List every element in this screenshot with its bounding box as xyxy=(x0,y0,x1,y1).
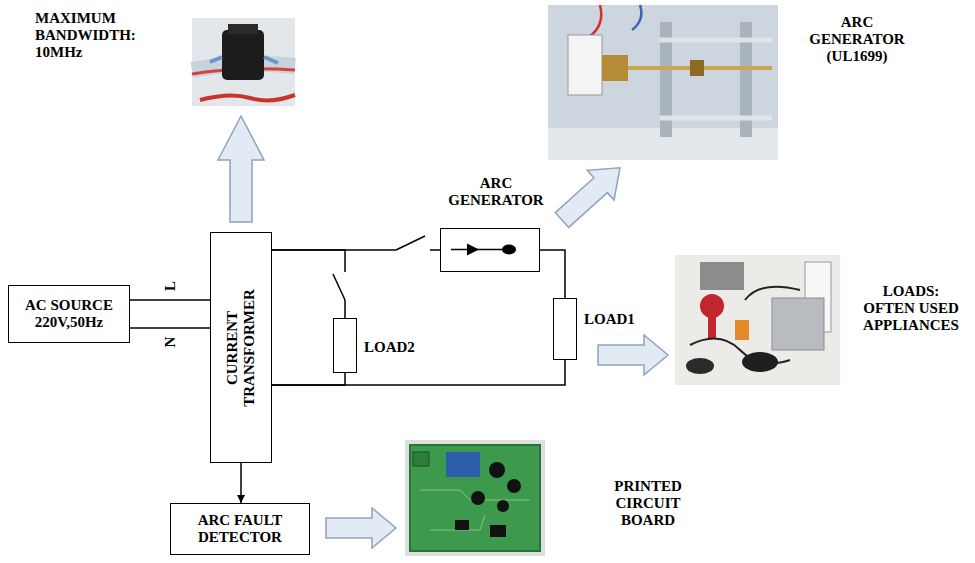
pcb-photo xyxy=(405,440,545,556)
capacitor xyxy=(497,500,509,512)
arc-symbol xyxy=(441,229,538,270)
appliance xyxy=(700,262,744,290)
wire xyxy=(130,299,210,301)
edge-label: L xyxy=(162,279,179,293)
nut xyxy=(690,60,704,76)
appliance xyxy=(772,298,824,350)
wire xyxy=(272,250,345,318)
node-text: ARC FAULT DETECTOR xyxy=(177,512,303,546)
appliance xyxy=(686,358,714,374)
board xyxy=(410,445,540,551)
wire xyxy=(272,360,565,385)
photo-ground xyxy=(548,5,778,160)
current-transformer-photo xyxy=(192,18,295,106)
transformer-box: CURRENT TRANSFORMER xyxy=(210,232,272,463)
arc-generator-box: ARC GENERATOR xyxy=(440,228,540,272)
traces xyxy=(420,490,530,530)
rail xyxy=(660,116,772,121)
hollow-arrow xyxy=(549,153,634,235)
arc-arrowhead xyxy=(467,244,479,256)
loads-photo xyxy=(675,255,840,385)
source-box: AC SOURCE 220V,50Hz xyxy=(8,285,130,343)
hollow-arrow xyxy=(326,508,396,548)
cables xyxy=(690,287,800,364)
rail xyxy=(660,38,772,43)
node-text: LOAD2 xyxy=(364,339,415,356)
arc-generator-photo xyxy=(548,5,778,160)
edge-label: N xyxy=(162,335,179,350)
photo-ground xyxy=(675,255,840,385)
tape xyxy=(210,57,278,63)
photo-ground xyxy=(192,18,295,106)
switch-gap xyxy=(340,272,350,300)
capacitor xyxy=(471,491,485,505)
hair-dryer xyxy=(700,294,724,318)
switch-gap xyxy=(396,245,430,255)
photo-ground xyxy=(405,440,545,556)
arc-dot xyxy=(502,245,516,255)
capacitor xyxy=(507,479,521,493)
node-text: AC SOURCE 220V,50Hz xyxy=(15,297,123,331)
load-box: LOAD1 xyxy=(553,298,577,360)
hair-dryer-handle xyxy=(708,316,716,338)
callout-label: ARC GENERATOR (UL1699) xyxy=(805,14,909,65)
switch-symbol xyxy=(333,274,345,300)
callout-label: PRINTED CIRCUIT BOARD xyxy=(598,478,698,529)
wire xyxy=(130,327,210,329)
detector-box: ARC FAULT DETECTOR xyxy=(170,503,310,555)
switch-symbol xyxy=(396,236,425,250)
breaker xyxy=(568,35,602,95)
clamp-top xyxy=(228,24,258,34)
blue-wire xyxy=(632,5,641,30)
wire xyxy=(240,463,242,503)
wire xyxy=(272,373,345,385)
node-text: ARC GENERATOR xyxy=(436,175,556,209)
hollow-arrow xyxy=(598,335,668,375)
callout-label: MAXIMUM BANDWIDTH: 10MHz xyxy=(35,10,147,61)
red-wire xyxy=(590,5,601,36)
hollow-arrow xyxy=(218,116,264,222)
brass-electrode xyxy=(602,55,628,81)
chip xyxy=(490,525,506,537)
terminal-block xyxy=(413,452,429,466)
callout-label: LOADS: OFTEN USED APPLIANCES xyxy=(858,283,964,334)
load-box: LOAD2 xyxy=(333,318,357,373)
clamp-core xyxy=(222,30,264,80)
capacitor xyxy=(489,462,505,478)
chip xyxy=(455,520,469,530)
node-text: LOAD1 xyxy=(584,311,635,328)
node-text: CURRENT TRANSFORMER xyxy=(224,273,258,423)
wire xyxy=(540,250,565,298)
relay xyxy=(446,452,480,477)
appliance xyxy=(735,320,749,340)
red-wire xyxy=(200,95,295,100)
